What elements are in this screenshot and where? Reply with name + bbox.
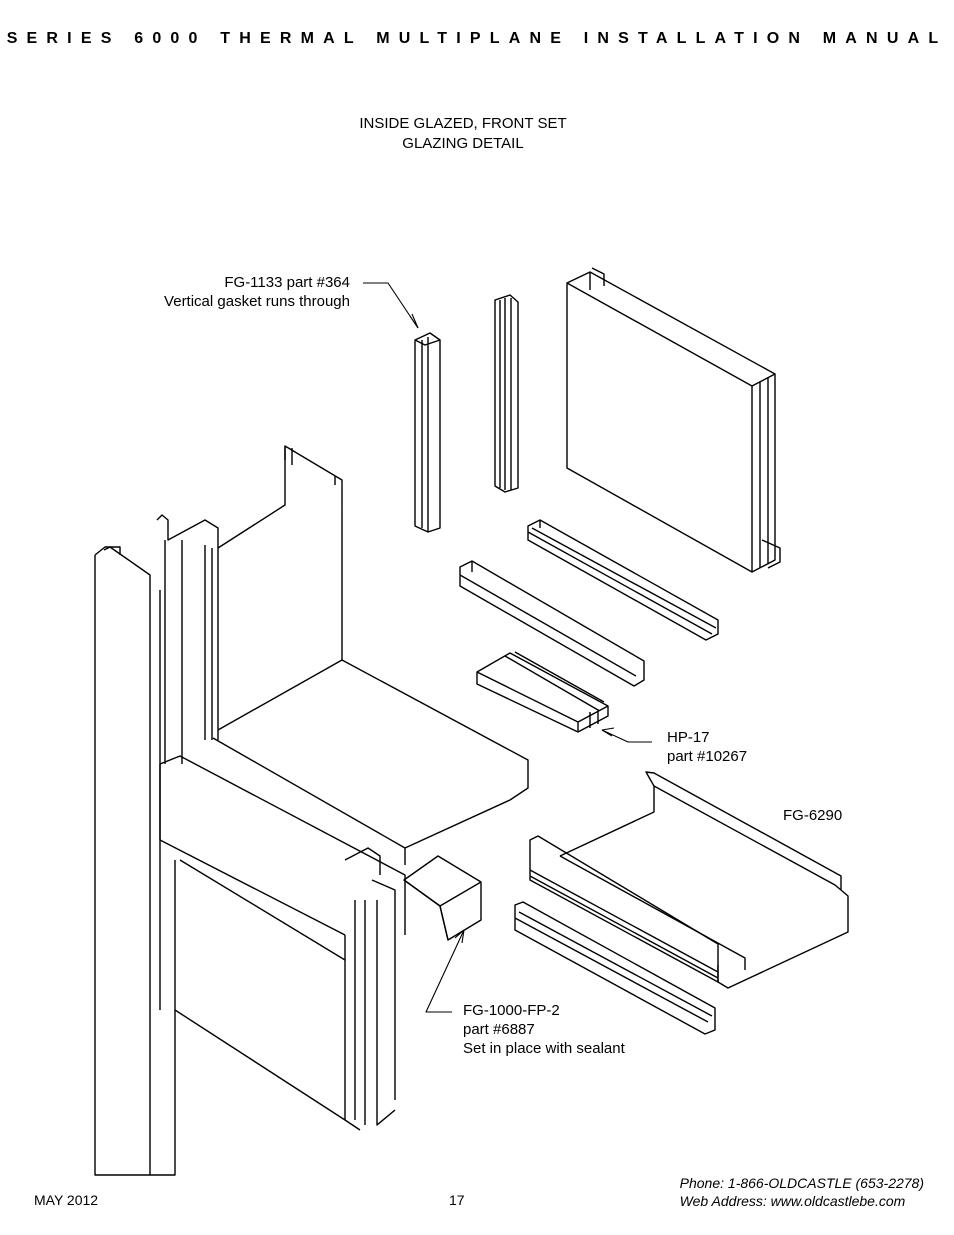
callout-gasket-line2: Vertical gasket runs through	[164, 293, 350, 310]
callout-fg1000-line2: part #6887	[463, 1021, 535, 1038]
vertical-gasket-back	[494, 294, 519, 493]
callout-fg6290: FG-6290	[783, 806, 842, 825]
callout-gasket: FG-1133 part #364 Vertical gasket runs t…	[140, 273, 350, 311]
horizontal-gasket-lower	[514, 901, 716, 1035]
footer-web: Web Address: www.oldcastlebe.com	[679, 1193, 906, 1209]
callout-fg1000-line1: FG-1000-FP-2	[463, 1002, 560, 1019]
glass-unit	[566, 267, 781, 573]
footer-date: MAY 2012	[34, 1192, 99, 1208]
footer-phone: Phone: 1-866-OLDCASTLE (653-2278)	[679, 1175, 924, 1191]
detail-title-line1: INSIDE GLAZED, FRONT SET	[359, 115, 567, 132]
callout-hp17-line2: part #10267	[667, 748, 748, 765]
callout-gasket-line1: FG-1133 part #364	[224, 274, 350, 291]
horizontal-gasket-upper	[527, 519, 719, 641]
manual-header: SERIES 6000 THERMAL MULTIPLANE INSTALLAT…	[6, 30, 948, 47]
setting-block-hp17	[476, 651, 609, 733]
detail-title: INSIDE GLAZED, FRONT SET GLAZING DETAIL	[313, 114, 613, 154]
callout-hp17: HP-17 part #10267	[667, 728, 747, 766]
footer-contact: Phone: 1-866-OLDCASTLE (653-2278) Web Ad…	[680, 1174, 924, 1210]
sill-fg6290	[529, 771, 849, 989]
leader-lines	[363, 282, 652, 1013]
callout-fg1000-line3: Set in place with sealant	[463, 1040, 625, 1057]
frame-assembly	[94, 445, 529, 1176]
detail-title-line2: GLAZING DETAIL	[402, 135, 524, 152]
glazing-stop	[459, 560, 645, 687]
callout-fg1000: FG-1000-FP-2 part #6887 Set in place wit…	[463, 1001, 625, 1058]
page-number: 17	[449, 1192, 465, 1208]
callout-hp17-line1: HP-17	[667, 729, 710, 746]
callout-fg6290-line1: FG-6290	[783, 807, 843, 824]
end-cap-fg1000	[403, 855, 482, 941]
vertical-gasket-front	[414, 332, 441, 533]
